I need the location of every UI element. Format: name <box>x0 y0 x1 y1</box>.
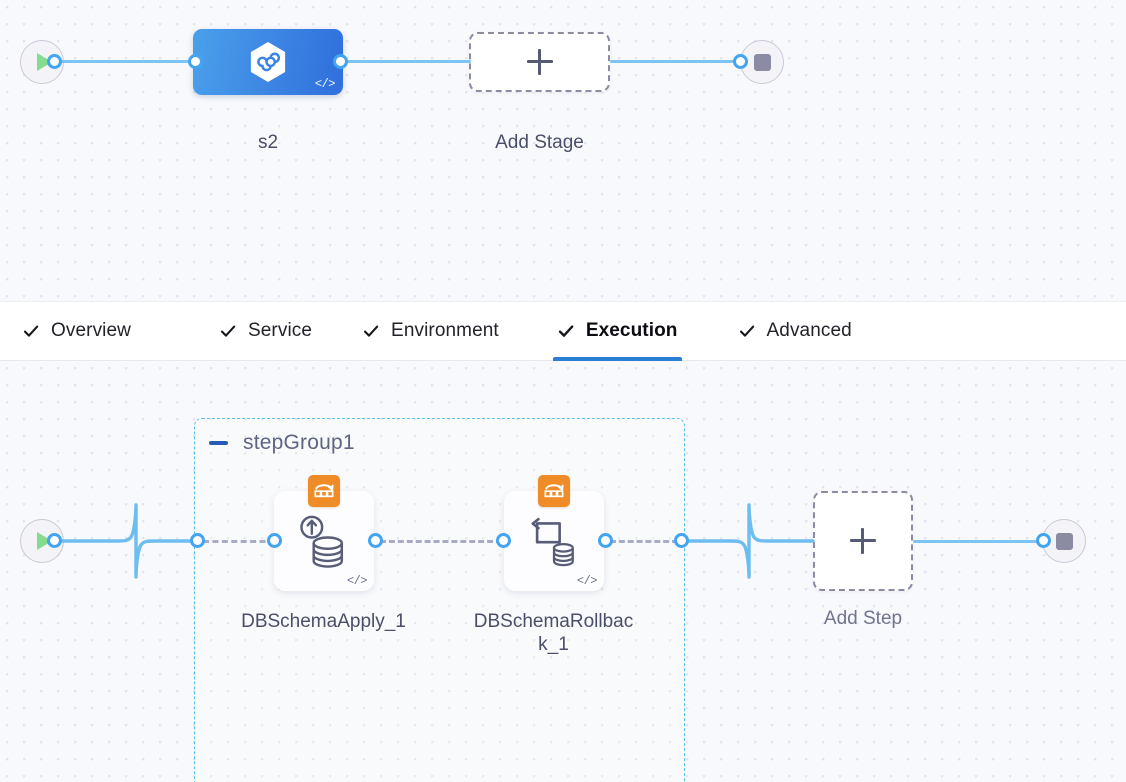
check-icon <box>558 325 574 337</box>
step2-code-badge-icon[interactable]: </> <box>576 574 598 588</box>
connector-step2-to-groupexit <box>610 540 678 543</box>
database-rollback-icon <box>531 517 574 567</box>
stage-output-port[interactable] <box>333 54 348 69</box>
pipeline-end-port[interactable] <box>733 54 748 69</box>
step2-input-port[interactable] <box>496 533 511 548</box>
connector-start-to-stepgroup <box>55 503 205 579</box>
step-group-header: stepGroup1 <box>209 431 355 455</box>
connector-stage-to-add <box>343 60 471 64</box>
check-icon <box>220 325 236 337</box>
execution-end-port[interactable] <box>1036 533 1051 548</box>
tab-advanced-label: Advanced <box>766 320 852 341</box>
stage-label: s2 <box>257 132 279 153</box>
stepgroup-input-port[interactable] <box>190 533 205 548</box>
rollback-badge-icon <box>538 475 570 507</box>
add-step-label: Add Step <box>823 608 903 629</box>
add-step-button[interactable] <box>813 491 913 591</box>
connector-start-to-stage <box>58 60 203 64</box>
connector-stepgroup-to-addstep <box>682 503 815 579</box>
tab-execution[interactable]: Execution <box>547 301 688 361</box>
execution-canvas[interactable]: stepGroup1 <box>0 361 1126 782</box>
harness-hexagon-icon <box>250 42 286 82</box>
step2-output-port[interactable] <box>598 533 613 548</box>
tab-service-label: Service <box>247 320 313 341</box>
check-icon <box>23 325 39 337</box>
execution-start-node[interactable] <box>20 519 64 563</box>
plus-icon <box>526 49 553 75</box>
add-stage-button[interactable] <box>469 32 610 92</box>
tab-execution-label: Execution <box>585 320 678 341</box>
rollback-badge-icon <box>308 475 340 507</box>
stage-canvas[interactable]: </> s2 Add Stage <box>0 0 1126 301</box>
tab-advanced[interactable]: Advanced <box>728 301 862 361</box>
stage-config-tabs: Overview Service Environment Execution A <box>0 301 1126 361</box>
stop-icon <box>753 53 771 71</box>
connector-group-to-step1 <box>203 540 275 543</box>
stop-icon <box>1055 532 1073 550</box>
execution-start-port[interactable] <box>47 533 62 548</box>
tab-environment-label: Environment <box>391 320 499 341</box>
tab-environment[interactable]: Environment <box>352 301 509 361</box>
tab-service[interactable]: Service <box>209 301 322 361</box>
stage-input-port[interactable] <box>188 54 203 69</box>
tab-overview-label: Overview <box>51 320 131 341</box>
minus-icon[interactable] <box>209 441 228 445</box>
step1-code-badge-icon[interactable]: </> <box>346 574 368 588</box>
tab-overview[interactable]: Overview <box>12 301 141 361</box>
step-group-title: stepGroup1 <box>243 431 355 454</box>
connector-add-to-end <box>610 60 746 64</box>
step-node-dbschemaapply[interactable]: </> <box>274 475 374 591</box>
step1-input-port[interactable] <box>267 533 282 548</box>
connector-addstep-to-end <box>913 540 1043 544</box>
check-icon <box>363 325 379 337</box>
connector-step1-to-step2 <box>380 540 502 543</box>
stage-code-badge-icon[interactable]: </> <box>314 77 336 91</box>
pipeline-start-port[interactable] <box>47 54 62 69</box>
check-icon <box>739 325 754 337</box>
add-stage-label: Add Stage <box>495 132 584 153</box>
step-node-dbschemarollback[interactable]: </> <box>504 475 604 591</box>
step1-output-port[interactable] <box>368 533 383 548</box>
stage-node-s2[interactable]: </> <box>193 29 343 95</box>
database-apply-icon <box>300 515 344 568</box>
step-group-stepgroup1[interactable]: stepGroup1 <box>194 418 685 782</box>
plus-icon <box>850 528 876 554</box>
stepgroup-output-port[interactable] <box>674 533 689 548</box>
